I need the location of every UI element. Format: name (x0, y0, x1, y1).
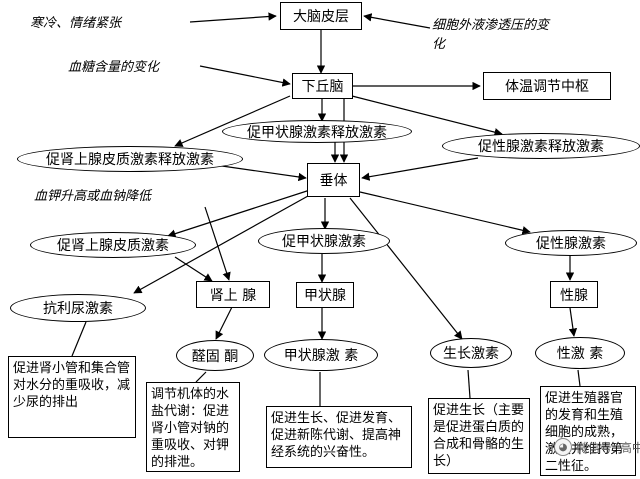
node-growth-hormone: 生长激素 (430, 338, 512, 368)
wechat-icon: ◕ (554, 438, 572, 456)
node-aldosterone: 醛固 酮 (176, 340, 254, 371)
node-gth: 促性腺激素 (505, 230, 637, 256)
cue-blood-sugar: 血糖含量的变化 (68, 60, 160, 75)
arrow-hypothalamus-to-gnrh (351, 95, 503, 137)
note-thyroxine-effect: 促进生长、促进发育、促进新陈代谢、提高神经系统的兴奋性。 (266, 406, 412, 468)
arrow-hypothalamus-to-crh (174, 95, 291, 147)
node-adrenal: 肾上 腺 (196, 281, 270, 308)
link-growth-to-note (467, 369, 471, 399)
arrow-acth-to-adrenal (174, 256, 213, 282)
arrow-pituitary-to-acth (167, 189, 311, 238)
cue-osmotic: 细胞外液渗透压的变化 (432, 18, 550, 52)
node-crh: 促肾上腺皮质激素释放激素 (17, 146, 243, 172)
node-pituitary: 垂体 (307, 163, 360, 197)
node-thyroid: 甲状腺 (296, 282, 354, 308)
link-sexhormone-to-note (577, 369, 581, 387)
arrow-pituitary-to-growth (349, 197, 463, 340)
link-aldosterone-to-note (195, 371, 207, 383)
node-adh: 抗利尿激素 (10, 294, 146, 322)
arrow-cold-to-cortex (189, 12, 277, 23)
arrow-crh-to-pituitary (214, 164, 307, 182)
node-sex-hormone: 性激 素 (535, 337, 625, 369)
watermark-text: 微信号: 高中生物 (576, 440, 640, 455)
watermark: ◕ 微信号: 高中生物 (554, 438, 640, 456)
arrow-potassium-to-adrenal (204, 206, 231, 281)
arrow-gnrh-to-pituitary (361, 157, 479, 181)
node-hypothalamus: 下丘脑 (292, 73, 353, 99)
node-tsh: 促甲状腺激素 (258, 228, 390, 254)
arrow-osmotic-to-cortex (363, 13, 431, 29)
arrow-gonad-to-sexhormone (568, 307, 578, 337)
node-trh: 促甲状腺激素释放激素 (222, 120, 412, 143)
arrow-blood-sugar-to-hypothalamus (199, 65, 291, 87)
node-gonad: 性腺 (550, 281, 598, 308)
link-adh-to-note (71, 321, 87, 357)
arrow-pituitary-to-adh (133, 195, 309, 294)
cue-cold-stress: 寒冷、情绪紧张 (30, 16, 122, 31)
node-gnrh: 促性腺激素释放激素 (442, 133, 640, 159)
note-aldosterone-effect: 调节机体的水盐代谢：促进肾小管对钠的重吸收、对钾的排泄。 (146, 382, 240, 472)
note-growth-effect: 促进生长（主要是促进蛋白质的合成和骨骼的生长） (428, 398, 530, 474)
arrow-adrenal-to-aldosterone (215, 306, 233, 340)
arrow-pituitary-to-gth (359, 191, 531, 235)
node-cortex: 大脑皮层 (280, 2, 362, 30)
node-acth: 促肾上腺皮质激素 (30, 232, 196, 258)
node-thyroxine: 甲状腺激 素 (264, 339, 378, 371)
node-thermo-center: 体温调节中枢 (483, 72, 611, 100)
note-sex-effect: 促进生殖器官的发育和生殖细胞的成熟，激发并维持第二性征。 (540, 386, 636, 476)
note-adh-effect: 促进肾小管和集合管对水分的重吸收，减少尿的排出 (8, 356, 136, 438)
cue-potassium-sodium: 血钾升高或血钠降低 (34, 189, 152, 204)
